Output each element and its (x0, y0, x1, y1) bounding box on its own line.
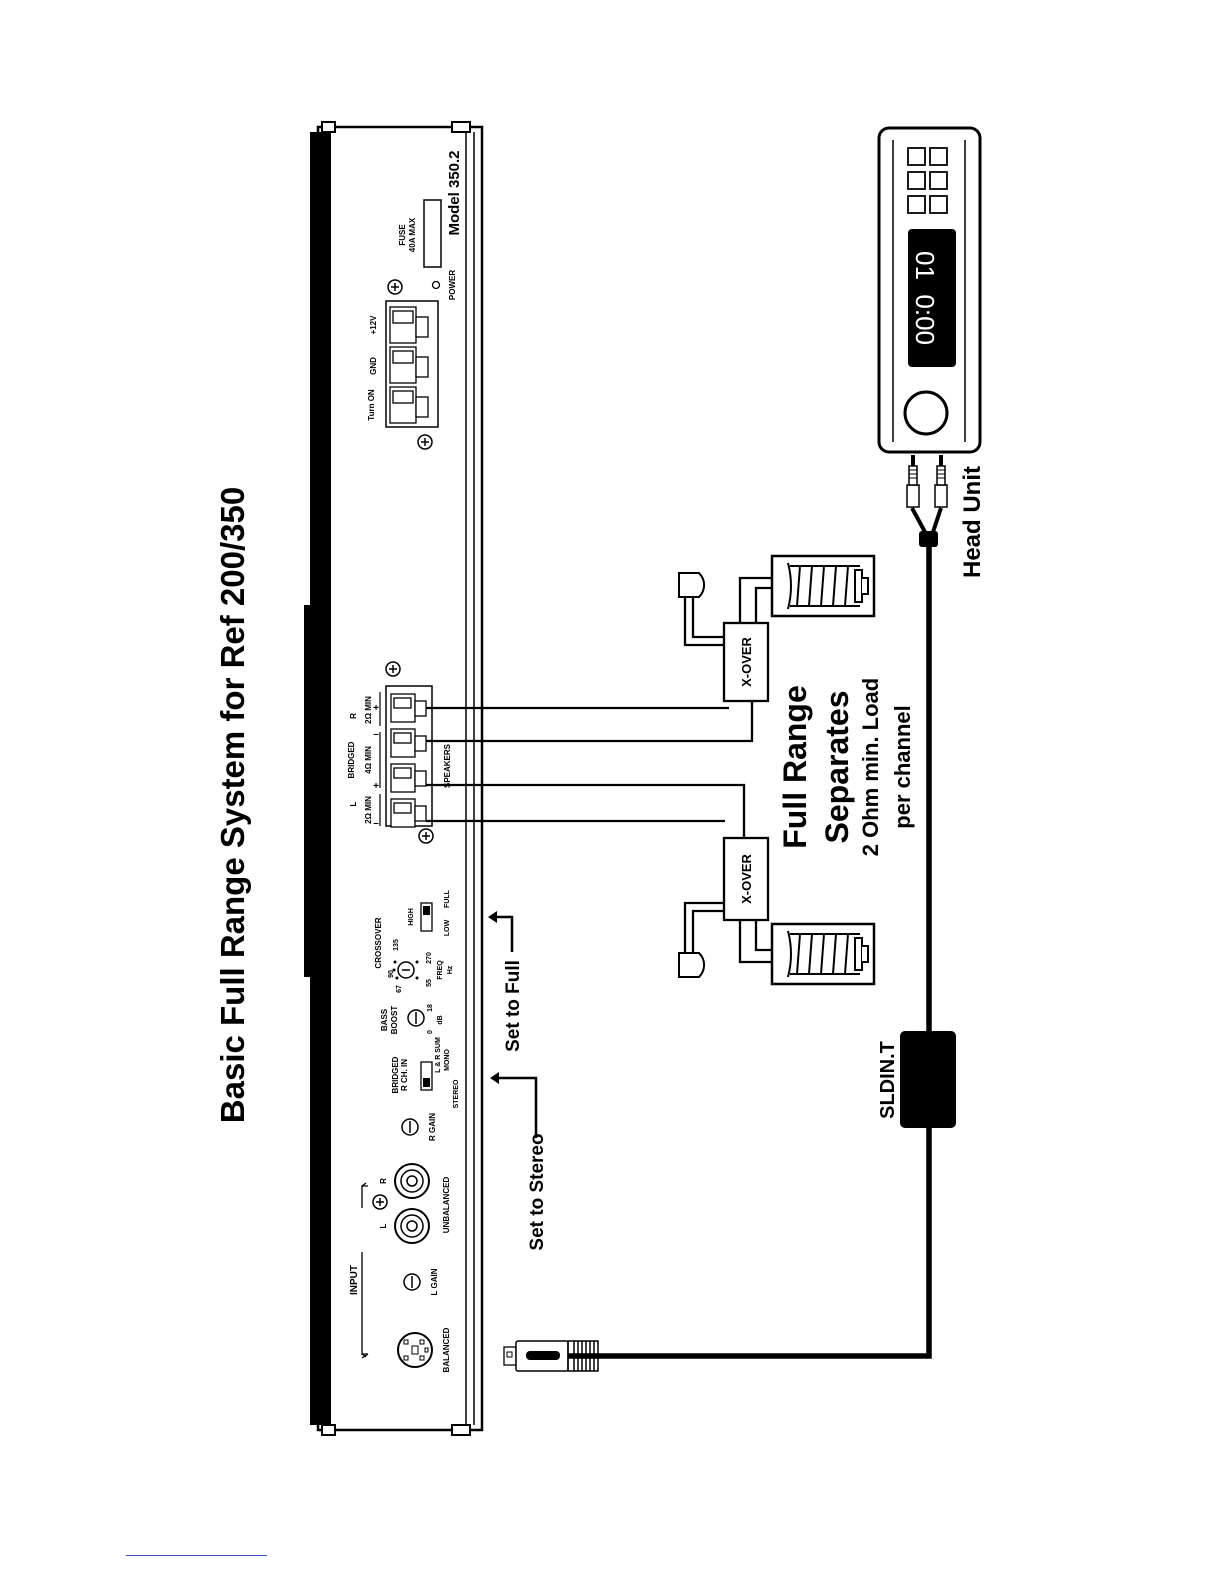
footer-rule (126, 1555, 267, 1556)
mode-label-1: BRIDGED (391, 1056, 400, 1093)
arrow-set-to-stereo (490, 1072, 538, 1138)
polarity-4: + (373, 703, 379, 714)
freq-90: 90 (388, 970, 395, 978)
head-unit-display-text: 01 0:00 (910, 251, 940, 345)
note-set-to-stereo: Set to Stereo (527, 1133, 548, 1250)
speaker-l-load: 2Ω MIN (364, 796, 373, 824)
xo-full-label: FULL (444, 889, 451, 908)
sldin-module (900, 1031, 956, 1128)
rca-y-split (906, 455, 948, 547)
head-unit-buttons[interactable] (907, 147, 948, 214)
bass-min: 0 (427, 1030, 434, 1034)
bass-unit: dB (437, 1015, 444, 1024)
terminal-label-turn-on: Turn ON (367, 389, 376, 421)
r-gain-label: R GAIN (428, 1113, 437, 1141)
input-label: INPUT (349, 1265, 360, 1295)
xover-label-upper: X-OVER (739, 636, 754, 686)
fuse-holder (423, 199, 442, 268)
head-unit-label: Head Unit (959, 466, 986, 578)
diagram-title: Basic Full Range System for Ref 200/350 (214, 487, 251, 1123)
unbalanced-label: UNBALANCED (442, 1177, 451, 1234)
sldin-cable (564, 544, 932, 1359)
input-mode-switch[interactable] (420, 1061, 433, 1091)
mode-label-2: R CH. IN (400, 1059, 409, 1091)
balanced-label: BALANCED (442, 1327, 451, 1372)
tweeter-upper (678, 572, 706, 598)
fuse-label-1: FUSE (398, 224, 407, 246)
head-unit-volume-knob[interactable] (903, 390, 949, 436)
model-label: Model 350.2 (446, 150, 463, 235)
arrow-set-to-full (488, 911, 514, 952)
l-gain-label: L GAIN (430, 1268, 439, 1295)
fuse-label-2: 40A MAX (408, 217, 417, 252)
polarity-1: – (373, 818, 379, 829)
crossover-box-lower (722, 836, 770, 922)
xo-high-label: HIGH (408, 908, 415, 926)
caption-load: 2 Ohm min. Load (858, 678, 883, 856)
tweeter-lower (678, 952, 706, 978)
bass-max: 18 (427, 1004, 434, 1012)
freq-67: 67 (396, 985, 403, 993)
woofer-upper (770, 554, 876, 618)
din-plug (503, 1340, 599, 1372)
polarity-2: + (373, 781, 379, 792)
power-terminal-block (385, 279, 439, 450)
freq-135: 135 (393, 939, 400, 951)
rca-r-label: R (379, 1178, 388, 1184)
woofer-lower (770, 922, 876, 986)
freq-55: 55 (426, 979, 433, 987)
rca-input-l[interactable] (394, 1208, 430, 1244)
caption-full-range: Full Range (777, 685, 813, 849)
xover-label-lower: X-OVER (739, 853, 754, 903)
terminal-label-gnd: GND (369, 357, 378, 375)
crossover-label: CROSSOVER (374, 917, 383, 968)
head-unit-display (908, 229, 956, 367)
power-label: POWER (448, 270, 457, 300)
speaker-r-label: R (349, 713, 358, 719)
sldin-label: SLDIN.T (877, 1041, 899, 1119)
crossover-mode-switch[interactable] (420, 902, 433, 932)
bridged-label: BRIDGED (347, 741, 356, 778)
caption-separates: Separates (819, 691, 855, 844)
balanced-din-input[interactable] (397, 1332, 433, 1368)
xo-low-label: LOW (444, 919, 451, 936)
rca-l-label: L (379, 1223, 388, 1228)
terminal-label-12v: +12V (369, 315, 378, 335)
speaker-terminal-block (379, 661, 434, 844)
bass-label-2: BOOST (390, 1006, 399, 1035)
rca-input-r[interactable] (394, 1163, 430, 1199)
speaker-bridged-load: 4Ω MIN (364, 746, 373, 774)
speakers-label: SPEAKERS (443, 743, 452, 788)
polarity-3: – (373, 729, 379, 740)
power-led (431, 280, 441, 290)
speaker-wires (426, 700, 754, 838)
freq-270: 270 (426, 952, 433, 964)
caption-per-channel: per channel (890, 705, 915, 828)
speaker-l-label: L (349, 801, 358, 806)
mode-sum-label: L & R SUM (435, 1037, 442, 1073)
note-set-to-full: Set to Full (503, 960, 524, 1052)
freq-unit-1: FREQ (437, 960, 444, 980)
crossover-box-upper (722, 621, 770, 703)
bass-label-1: BASS (380, 1008, 389, 1031)
mode-mono-label: MONO (444, 1049, 451, 1071)
mode-stereo-label: STEREO (453, 1079, 460, 1108)
freq-unit-2: Hz (447, 965, 454, 974)
speaker-r-load: 2Ω MIN (364, 696, 373, 724)
